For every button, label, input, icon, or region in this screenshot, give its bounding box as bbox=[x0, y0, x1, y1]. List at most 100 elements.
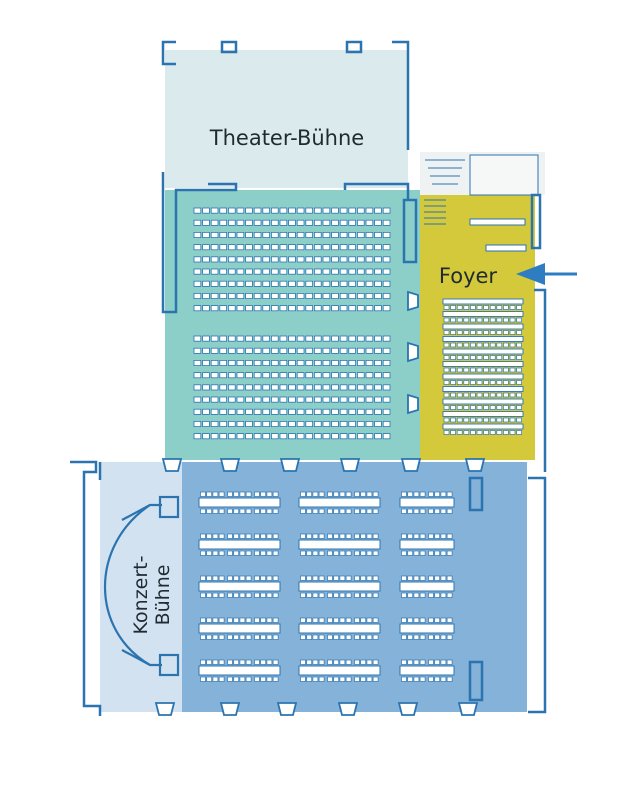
pillar bbox=[407, 341, 419, 363]
seat bbox=[279, 372, 288, 379]
seat bbox=[382, 292, 391, 299]
seat-row bbox=[193, 244, 391, 251]
seat bbox=[312, 491, 319, 497]
seat bbox=[306, 592, 313, 598]
seat bbox=[288, 219, 296, 226]
seat bbox=[296, 372, 305, 379]
seat bbox=[382, 280, 391, 287]
seat bbox=[434, 575, 441, 581]
seat bbox=[202, 292, 210, 299]
seat bbox=[260, 676, 267, 682]
seat bbox=[407, 491, 414, 497]
seat bbox=[322, 408, 331, 415]
seat bbox=[236, 231, 245, 238]
seat bbox=[227, 268, 236, 275]
seat bbox=[193, 347, 202, 354]
seat bbox=[456, 392, 463, 398]
seat bbox=[476, 392, 483, 398]
seat bbox=[496, 317, 503, 323]
seat bbox=[254, 575, 260, 581]
table bbox=[198, 581, 281, 592]
seat bbox=[440, 550, 447, 556]
seat bbox=[496, 392, 503, 398]
seat bbox=[313, 408, 322, 415]
seat bbox=[470, 417, 476, 423]
seat bbox=[348, 292, 356, 299]
seat bbox=[212, 533, 219, 539]
seat bbox=[318, 617, 325, 623]
seat bbox=[260, 491, 267, 497]
seat bbox=[331, 305, 339, 312]
seat bbox=[382, 244, 391, 251]
seat bbox=[483, 355, 489, 360]
seat bbox=[509, 317, 516, 323]
seat bbox=[200, 592, 206, 598]
seat bbox=[236, 372, 245, 379]
seat bbox=[305, 268, 313, 275]
seat bbox=[236, 408, 245, 415]
seat bbox=[219, 408, 228, 415]
seat bbox=[339, 592, 346, 598]
seat bbox=[288, 420, 296, 427]
seat bbox=[262, 347, 270, 354]
seat bbox=[300, 659, 306, 665]
seat bbox=[306, 491, 313, 497]
seat bbox=[193, 420, 202, 427]
seat bbox=[305, 280, 313, 287]
seat bbox=[245, 491, 252, 497]
seat bbox=[272, 508, 279, 514]
seat bbox=[356, 433, 365, 440]
seat bbox=[202, 280, 210, 287]
seat bbox=[365, 244, 374, 251]
seat bbox=[489, 342, 496, 348]
seat bbox=[210, 231, 219, 238]
seat bbox=[318, 676, 325, 682]
seat bbox=[372, 659, 379, 665]
pillar bbox=[219, 458, 241, 472]
seat bbox=[300, 491, 306, 497]
seat bbox=[219, 207, 228, 214]
seat bbox=[407, 659, 414, 665]
concert-hall-seating bbox=[198, 491, 455, 682]
seat bbox=[202, 268, 210, 275]
table-group bbox=[198, 659, 281, 682]
seat bbox=[318, 550, 325, 556]
seat bbox=[262, 305, 270, 312]
seat bbox=[262, 219, 270, 226]
seat bbox=[345, 617, 352, 623]
seat bbox=[210, 408, 219, 415]
seat bbox=[262, 359, 270, 366]
seat bbox=[254, 491, 260, 497]
seat bbox=[382, 420, 391, 427]
table bbox=[298, 665, 381, 676]
seat bbox=[210, 268, 219, 275]
seat bbox=[288, 335, 296, 342]
seat bbox=[348, 244, 356, 251]
seat bbox=[428, 491, 434, 497]
seat bbox=[450, 417, 456, 423]
seat bbox=[305, 359, 313, 366]
seat bbox=[236, 280, 245, 287]
seat bbox=[348, 335, 356, 342]
bench-table bbox=[442, 361, 524, 367]
concert-stage-label-line1: Konzert- bbox=[130, 556, 152, 635]
seat bbox=[354, 659, 360, 665]
seat bbox=[456, 367, 463, 373]
seat bbox=[236, 305, 245, 312]
seat bbox=[288, 268, 296, 275]
seat bbox=[219, 256, 228, 263]
pillar bbox=[219, 702, 241, 716]
pillar bbox=[464, 458, 486, 472]
seat bbox=[503, 405, 509, 410]
theater-hall-seating bbox=[193, 207, 391, 440]
seat bbox=[354, 617, 360, 623]
seat bbox=[516, 330, 522, 335]
seat bbox=[296, 347, 305, 354]
seat bbox=[279, 268, 288, 275]
seat bbox=[509, 430, 516, 435]
seat bbox=[339, 231, 348, 238]
seat bbox=[313, 372, 322, 379]
seat bbox=[348, 280, 356, 287]
seat bbox=[483, 367, 489, 373]
bench-table bbox=[442, 423, 524, 430]
